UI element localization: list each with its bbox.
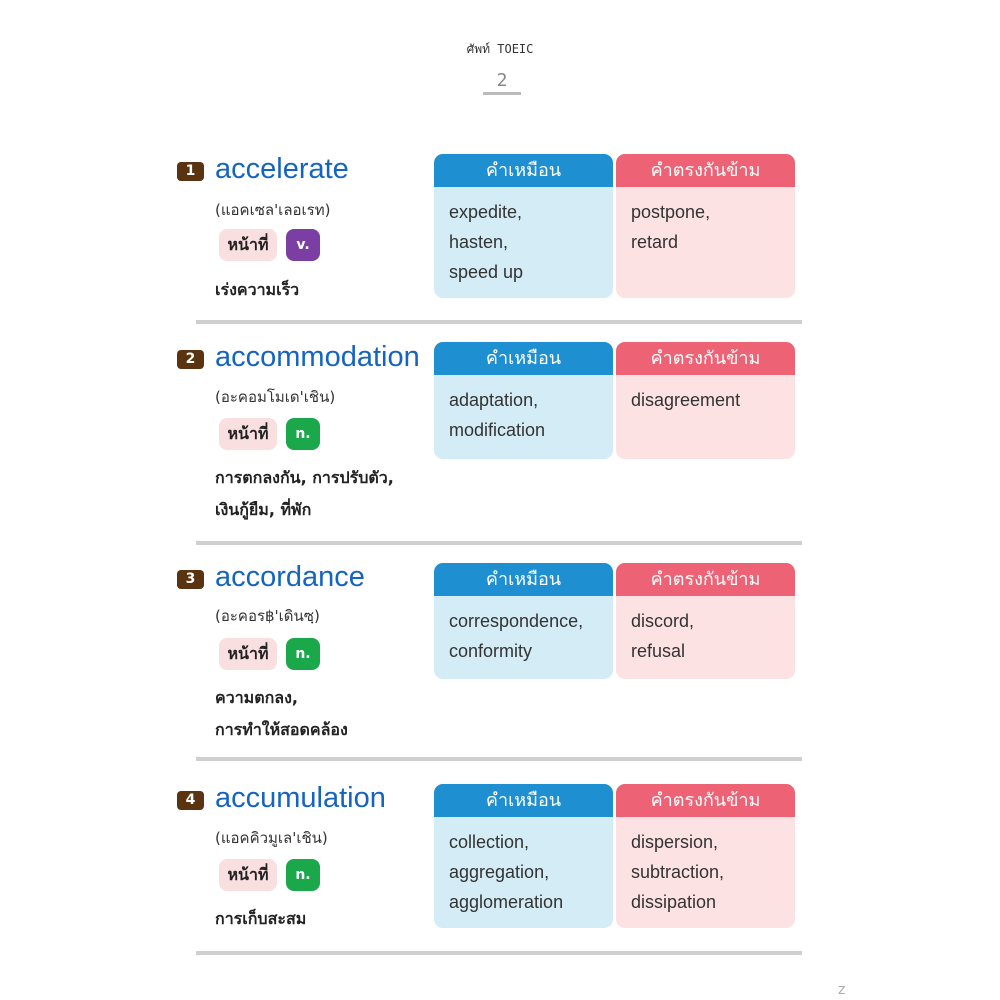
antonyms-list: discord, refusal (616, 596, 795, 676)
synonyms-header: คำเหมือน (434, 342, 613, 375)
entry-divider (196, 951, 802, 955)
entry-pronunciation: (แอคเซล'เลอเรท) (215, 201, 331, 219)
synonyms-list: correspondence, conformity (434, 596, 613, 676)
role-label: หน้าที่ (219, 638, 277, 670)
synonym-item: expedite, (449, 202, 523, 222)
synonyms-list: adaptation, modification (434, 375, 613, 455)
entry-pronunciation: (อะคอมโมเด'เชิน) (215, 388, 336, 406)
synonym-item: modification (449, 420, 546, 440)
role-label: หน้าที่ (219, 418, 277, 450)
meaning-line: เร่งความเร็ว (215, 280, 300, 299)
entry-meaning: เร่งความเร็ว (215, 274, 299, 306)
synonyms-header: คำเหมือน (434, 563, 613, 596)
antonyms-box: คำตรงกันข้าม dispersion, subtraction, di… (616, 784, 795, 928)
antonyms-header: คำตรงกันข้าม (616, 784, 795, 817)
synonym-item: agglomeration (449, 892, 564, 912)
entry-number-badge: 2 (177, 350, 204, 369)
synonyms-box: คำเหมือน collection, aggregation, agglom… (434, 784, 613, 928)
antonyms-list: disagreement (616, 375, 795, 425)
antonyms-header: คำตรงกันข้าม (616, 563, 795, 596)
synonym-item: correspondence, (449, 611, 584, 631)
entry-word: accordance (215, 561, 365, 593)
synonyms-list: collection, aggregation, agglomeration (434, 817, 613, 927)
page-number-underline (483, 92, 521, 95)
antonyms-list: postpone, retard (616, 187, 795, 267)
antonym-item: subtraction, (631, 862, 725, 882)
entry-number-badge: 3 (177, 570, 204, 589)
antonyms-header: คำตรงกันข้าม (616, 154, 795, 187)
entry-number-badge: 4 (177, 791, 204, 810)
entry-number-badge: 1 (177, 162, 204, 181)
entry-meaning: การตกลงกัน, การปรับตัว, เงินกู้ยืม, ที่พ… (215, 462, 394, 526)
page-header-title: ศัพท์ TOEIC (466, 42, 534, 56)
meaning-line: ความตกลง, (215, 688, 298, 707)
antonym-item: discord, (631, 611, 695, 631)
part-of-speech-badge: v. (286, 229, 320, 261)
synonyms-box: คำเหมือน correspondence, conformity (434, 563, 613, 679)
entry-pronunciation: (แอคคิวมูเล'เชิน) (215, 829, 328, 847)
antonym-item: dispersion, (631, 832, 719, 852)
synonyms-box: คำเหมือน adaptation, modification (434, 342, 613, 459)
synonym-item: speed up (449, 262, 524, 282)
synonyms-header: คำเหมือน (434, 154, 613, 187)
meaning-line: การเก็บสะสม (215, 909, 307, 928)
antonyms-box: คำตรงกันข้าม discord, refusal (616, 563, 795, 679)
corner-mark: z (838, 982, 846, 998)
entry-word: accumulation (215, 782, 386, 814)
part-of-speech-badge: n. (286, 638, 320, 670)
antonyms-header: คำตรงกันข้าม (616, 342, 795, 375)
synonym-item: collection, (449, 832, 530, 852)
antonyms-box: คำตรงกันข้าม postpone, retard (616, 154, 795, 298)
synonym-item: aggregation, (449, 862, 550, 882)
antonym-item: refusal (631, 641, 686, 661)
antonyms-box: คำตรงกันข้าม disagreement (616, 342, 795, 459)
antonym-item: dissipation (631, 892, 717, 912)
role-label: หน้าที่ (219, 229, 277, 261)
entry-meaning: การเก็บสะสม (215, 903, 306, 935)
antonyms-list: dispersion, subtraction, dissipation (616, 817, 795, 927)
entry-divider (196, 757, 802, 761)
synonym-item: conformity (449, 641, 533, 661)
synonym-item: hasten, (449, 232, 509, 252)
entry-divider (196, 320, 802, 324)
antonym-item: retard (631, 232, 679, 252)
role-label: หน้าที่ (219, 859, 277, 891)
entry-word: accommodation (215, 341, 420, 373)
entry-pronunciation: (อะคอร฿'เดินซฺ) (215, 607, 320, 625)
meaning-line: เงินกู้ยืม, ที่พัก (215, 500, 312, 519)
synonyms-box: คำเหมือน expedite, hasten, speed up (434, 154, 613, 298)
entry-word: accelerate (215, 153, 349, 185)
antonym-item: disagreement (631, 390, 741, 410)
synonyms-list: expedite, hasten, speed up (434, 187, 613, 297)
meaning-line: การทำให้สอดคล้อง (215, 720, 348, 739)
meaning-line: การตกลงกัน, การปรับตัว, (215, 468, 394, 487)
synonyms-header: คำเหมือน (434, 784, 613, 817)
page-number: 2 (496, 70, 508, 91)
entry-meaning: ความตกลง, การทำให้สอดคล้อง (215, 682, 348, 746)
part-of-speech-badge: n. (286, 418, 320, 450)
entry-divider (196, 541, 802, 545)
antonym-item: postpone, (631, 202, 711, 222)
synonym-item: adaptation, (449, 390, 539, 410)
part-of-speech-badge: n. (286, 859, 320, 891)
